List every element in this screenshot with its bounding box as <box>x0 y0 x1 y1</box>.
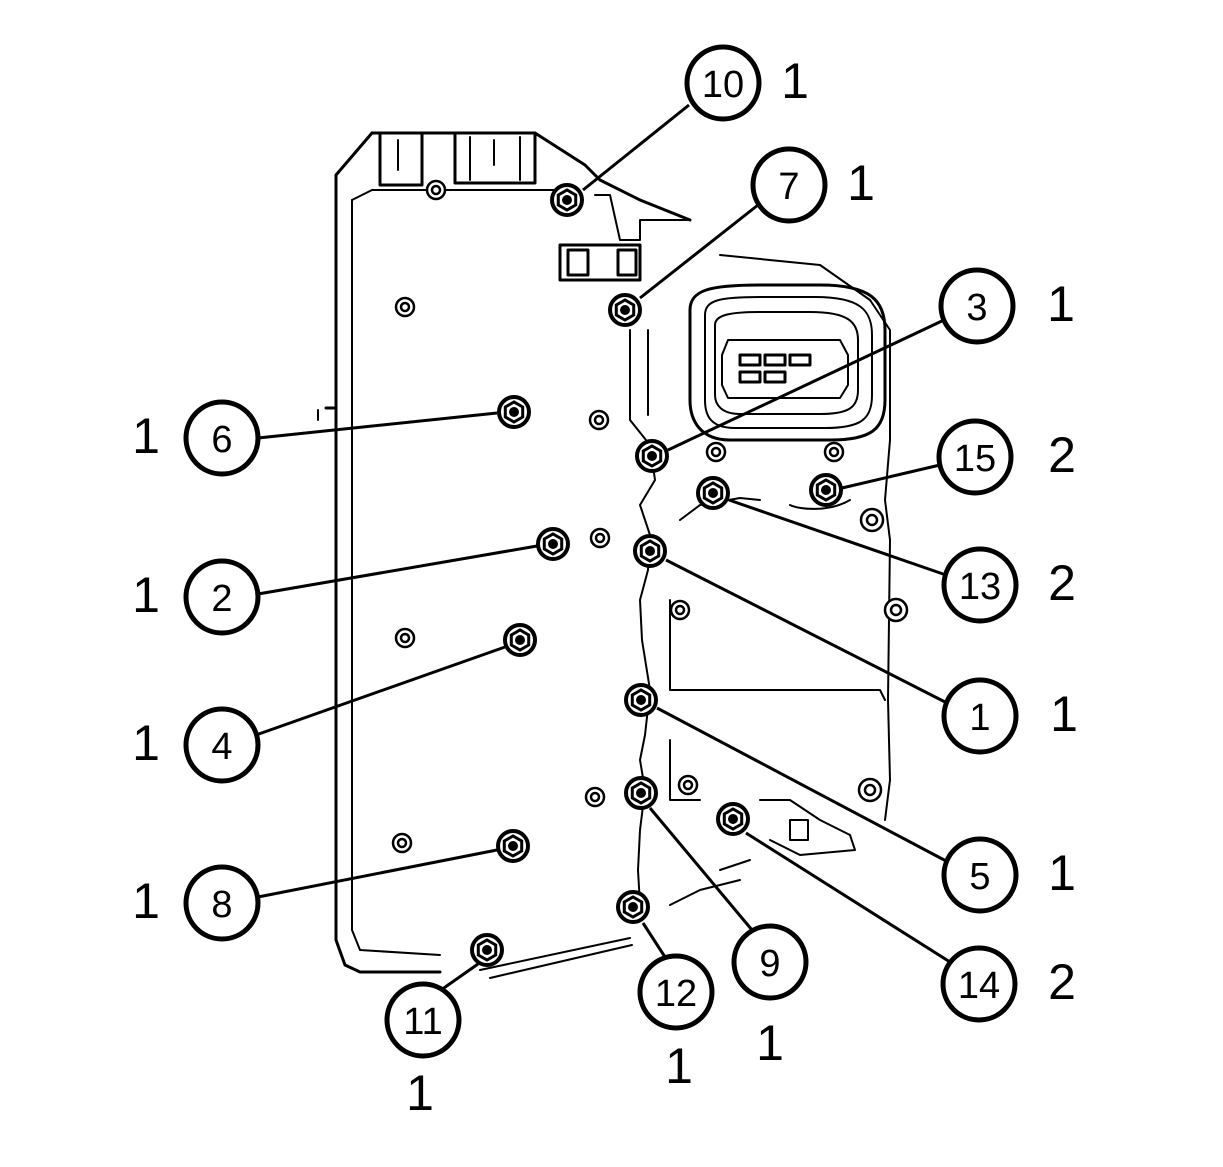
callout-number: 2 <box>211 578 232 620</box>
leader-line-9 <box>648 807 754 931</box>
bolt-4 <box>503 623 537 657</box>
callout-15: 15 2 <box>936 418 1076 496</box>
callout-number: 7 <box>778 166 799 208</box>
bolt-8 <box>496 829 530 863</box>
leader-line-2 <box>257 544 538 596</box>
callout-quantity: 2 <box>1048 555 1076 611</box>
leader-line-15 <box>841 463 941 490</box>
callout-number: 3 <box>966 287 987 329</box>
bolt-heads <box>470 183 843 967</box>
bolt-15 <box>809 473 843 507</box>
callout-8: 81 <box>132 864 261 942</box>
callout-number: 10 <box>702 64 744 106</box>
callout-12: 12 1 <box>637 953 715 1094</box>
callout-circle <box>183 706 261 784</box>
callout-quantity: 1 <box>406 1065 434 1121</box>
callout-quantity: 1 <box>132 567 160 623</box>
callout-2: 21 <box>132 558 261 636</box>
callout-number: 5 <box>969 856 990 898</box>
leader-line-13 <box>728 498 947 577</box>
leader-lines <box>255 103 951 992</box>
callout-circle <box>938 267 1016 345</box>
callout-circle <box>941 677 1019 755</box>
callout-4: 41 <box>132 706 261 784</box>
bolt-11 <box>470 933 504 967</box>
bolt-6 <box>497 395 531 429</box>
callout-quantity: 1 <box>756 1015 784 1071</box>
bolt-2 <box>536 527 570 561</box>
callout-number: 1 <box>969 697 990 739</box>
callout-quantity: 1 <box>132 873 160 929</box>
callout-circle <box>183 558 261 636</box>
callout-circle <box>183 399 261 477</box>
callout-circle <box>731 923 809 1001</box>
bolt-14 <box>716 802 750 836</box>
leader-line-10 <box>582 103 690 192</box>
bolt-1 <box>633 534 667 568</box>
callout-circle <box>936 418 1014 496</box>
bolt-9 <box>624 776 658 810</box>
callout-quantity: 1 <box>1048 845 1076 901</box>
bolt-3 <box>635 439 669 473</box>
leader-line-1 <box>665 558 948 705</box>
callout-number: 15 <box>954 438 996 480</box>
callout-quantity: 1 <box>665 1038 693 1094</box>
dowel-holes <box>391 179 909 854</box>
callout-13: 13 2 <box>941 546 1076 624</box>
bolt-10 <box>550 183 584 217</box>
callout-number: 6 <box>211 419 232 461</box>
bolt-7 <box>608 293 642 327</box>
leader-line-11 <box>440 962 479 992</box>
callout-number: 12 <box>655 973 697 1015</box>
callout-number: 11 <box>403 1001 442 1043</box>
callout-11: 111 <box>384 981 462 1121</box>
callout-10: 10 1 <box>684 44 809 122</box>
bolt-12 <box>616 890 650 924</box>
callout-circle <box>637 953 715 1031</box>
leader-line-6 <box>257 411 498 440</box>
bolt-5 <box>624 683 658 717</box>
callout-6: 61 <box>132 399 261 477</box>
callout-circle <box>183 864 261 942</box>
callout-circle <box>941 836 1019 914</box>
leader-line-3 <box>667 318 945 452</box>
callout-circle <box>941 546 1019 624</box>
callout-quantity: 1 <box>1047 276 1075 332</box>
bolt-13 <box>696 476 730 510</box>
callout-circle <box>940 945 1018 1023</box>
callout-number: 8 <box>211 884 232 926</box>
callout-number: 13 <box>959 566 1001 608</box>
callout-number: 14 <box>958 965 1000 1007</box>
leader-line-4 <box>255 645 506 737</box>
callout-quantity: 2 <box>1048 954 1076 1010</box>
callout-circle <box>750 146 828 224</box>
callout-number: 9 <box>759 943 780 985</box>
callout-quantity: 2 <box>1048 427 1076 483</box>
callout-circle <box>684 44 762 122</box>
callout-quantity: 1 <box>132 715 160 771</box>
callout-circle <box>384 981 462 1059</box>
callout-number: 4 <box>211 726 232 768</box>
callout-9: 91 <box>731 923 809 1071</box>
callout-quantity: 1 <box>1050 686 1078 742</box>
leader-line-12 <box>641 922 667 958</box>
callout-quantity: 1 <box>847 155 875 211</box>
valve-body-outline <box>317 131 891 979</box>
leader-line-5 <box>656 706 949 864</box>
leader-line-7 <box>639 203 759 300</box>
leader-line-14 <box>745 831 951 964</box>
leader-line-8 <box>257 848 498 899</box>
callout-quantity: 1 <box>781 53 809 109</box>
callout-14: 14 2 <box>940 945 1076 1023</box>
callout-quantity: 1 <box>132 408 160 464</box>
